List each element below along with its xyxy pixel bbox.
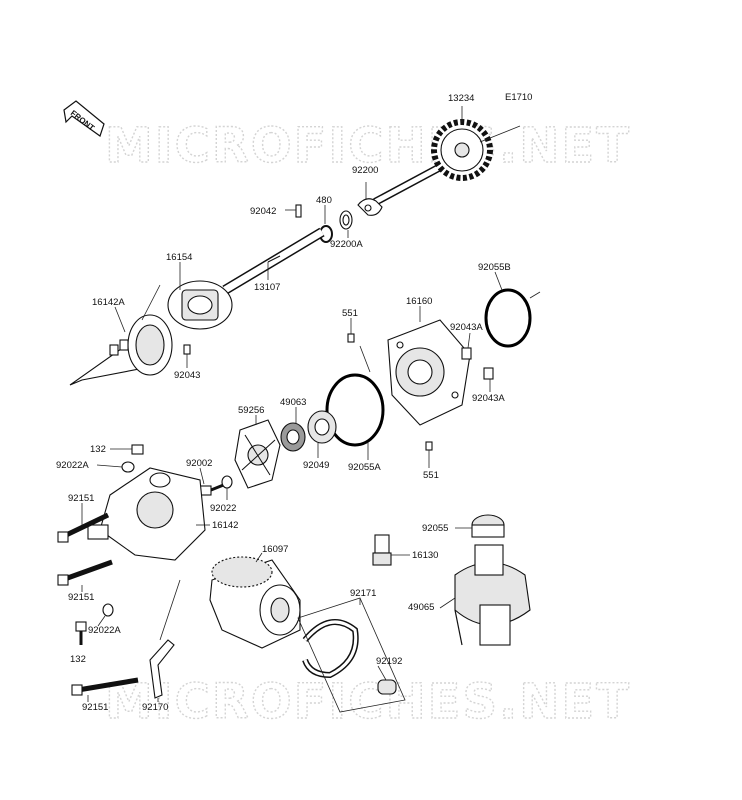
water-pump-cover-16142[interactable] (87, 467, 206, 561)
seal-49063[interactable] (280, 422, 306, 452)
label-92042[interactable]: 92042 (250, 206, 276, 217)
pin-92042[interactable] (295, 204, 302, 218)
label-551-top[interactable]: 551 (342, 308, 358, 319)
washer-92022A-lower[interactable] (102, 603, 114, 617)
bolt-92151-middle[interactable] (57, 559, 113, 586)
dowel-92043A-lower[interactable] (483, 367, 494, 380)
impeller-59256[interactable] (234, 419, 281, 489)
clamp-92170[interactable] (149, 639, 175, 699)
bolt-92151-bottom[interactable] (71, 677, 139, 696)
label-16142A[interactable]: 16142A (92, 297, 125, 308)
label-92043[interactable]: 92043 (174, 370, 200, 381)
label-16154[interactable]: 16154 (166, 252, 192, 263)
label-92192[interactable]: 92192 (376, 656, 402, 667)
shaft-13107[interactable] (222, 227, 325, 295)
label-16160[interactable]: 16160 (406, 296, 432, 307)
bolt-132-lower[interactable] (75, 621, 87, 645)
oil-filter-16097[interactable] (209, 556, 301, 649)
label-92055A[interactable]: 92055A (348, 462, 381, 473)
label-92022A-upper[interactable]: 92022A (56, 460, 89, 471)
label-49063[interactable]: 49063 (280, 397, 306, 408)
label-13234[interactable]: 13234 (448, 93, 474, 104)
dowel-92043A-upper[interactable] (461, 347, 472, 360)
o-ring-92055B[interactable] (484, 288, 532, 348)
oil-seal-92049[interactable] (307, 410, 337, 444)
sleeve-92192[interactable] (377, 679, 397, 695)
label-92043A-upper[interactable]: 92043A (450, 322, 483, 333)
pump-housing-16142A[interactable] (69, 314, 173, 386)
label-551-bottom[interactable]: 551 (423, 470, 439, 481)
cover-16160[interactable] (387, 319, 471, 426)
bolt-92151-upper[interactable] (57, 512, 110, 543)
label-92200A[interactable]: 92200A (330, 239, 363, 250)
oil-cooler-49065[interactable] (454, 544, 531, 646)
label-132-lower[interactable]: 132 (70, 654, 86, 665)
diagram-code: E1710 (505, 92, 532, 103)
label-92055B[interactable]: 92055B (478, 262, 511, 273)
label-13107[interactable]: 13107 (254, 282, 280, 293)
label-92055[interactable]: 92055 (422, 523, 448, 534)
gasket-92055A[interactable] (325, 373, 385, 447)
label-92049[interactable]: 92049 (303, 460, 329, 471)
label-92200[interactable]: 92200 (352, 165, 378, 176)
label-16130[interactable]: 16130 (412, 550, 438, 561)
label-132-upper[interactable]: 132 (90, 444, 106, 455)
label-92170[interactable]: 92170 (142, 702, 168, 713)
label-92151-middle[interactable]: 92151 (68, 592, 94, 603)
label-16097[interactable]: 16097 (262, 544, 288, 555)
callout-box (297, 597, 406, 713)
watermark-top: MICROFICHES.NET (105, 118, 631, 174)
cap-92055[interactable] (471, 514, 505, 538)
label-92151-bottom[interactable]: 92151 (82, 702, 108, 713)
label-49065[interactable]: 49065 (408, 602, 434, 613)
label-480[interactable]: 480 (316, 195, 332, 206)
bolt-132-upper[interactable] (131, 444, 144, 455)
watermark-bottom: MICROFICHES.NET (105, 674, 631, 730)
fitting-16130[interactable] (372, 534, 392, 566)
label-92002[interactable]: 92002 (186, 458, 212, 469)
lock-plate-92200[interactable] (357, 198, 383, 216)
rotor-16154[interactable] (167, 280, 233, 330)
label-59256[interactable]: 59256 (238, 405, 264, 416)
label-92022A-lower[interactable]: 92022A (88, 625, 121, 636)
label-92043A-lower[interactable]: 92043A (472, 393, 505, 404)
label-92022[interactable]: 92022 (210, 503, 236, 514)
label-92151-upper[interactable]: 92151 (68, 493, 94, 504)
oil-pump-gear-shaft[interactable] (373, 119, 521, 206)
label-16142[interactable]: 16142 (212, 520, 238, 531)
clamp-92171[interactable] (302, 619, 359, 679)
label-92171[interactable]: 92171 (350, 588, 376, 599)
